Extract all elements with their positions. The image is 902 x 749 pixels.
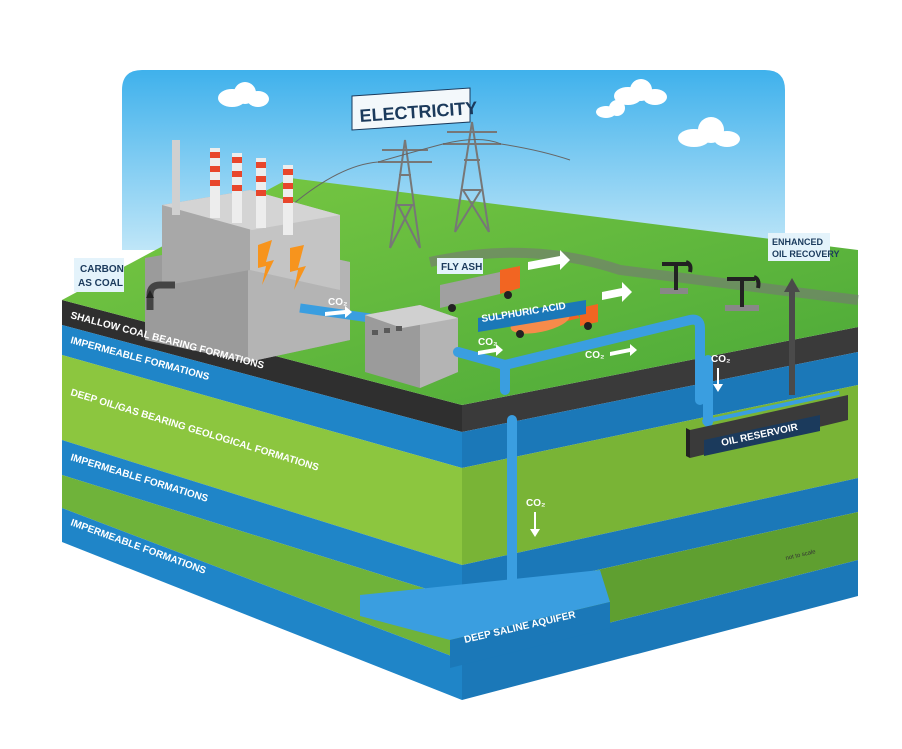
power-line	[291, 139, 571, 206]
carbon-as-coal-label-line2: AS COAL	[78, 278, 123, 289]
deep-saline-aquifer	[360, 570, 610, 668]
co2-label: CO₂	[328, 297, 347, 308]
arrow-right-icon	[610, 344, 637, 356]
co2-label: CO₂	[585, 350, 604, 361]
transmission-tower-icon	[443, 121, 501, 233]
arrow-right-icon	[602, 282, 632, 302]
cloud-icon	[218, 82, 269, 107]
fly-ash-label: FLY ASH	[441, 262, 482, 273]
co2-pipeline	[453, 314, 713, 595]
enhanced-oil-recovery-label-line1: ENHANCED	[772, 237, 824, 247]
oil-pumpjack-icon	[660, 260, 693, 294]
lightning-bolt-icon	[258, 240, 306, 290]
carbon-as-coal-label-line1: CARBON	[80, 264, 124, 275]
cloud-icon	[596, 79, 667, 118]
chimney-icon	[232, 153, 242, 223]
cloud-icon	[678, 117, 740, 147]
transmission-tower-icon	[378, 139, 432, 249]
chimney-icon	[283, 165, 293, 235]
co2-label: CO₂	[478, 337, 497, 348]
co2-label: CO₂	[526, 498, 545, 509]
chimney-icon	[256, 158, 266, 228]
arrow-right-icon	[528, 250, 570, 270]
fly-ash-truck-icon	[440, 266, 520, 312]
arrow-up-icon	[784, 278, 800, 292]
processing-building	[365, 305, 458, 388]
chimney-icon	[210, 148, 220, 218]
co2-label: CO₂	[711, 354, 730, 365]
arrow-right-icon	[478, 344, 503, 356]
power-plant	[145, 140, 350, 362]
enhanced-oil-recovery-label-line2: OIL RECOVERY	[772, 249, 840, 259]
oil-pumpjack-icon	[725, 275, 761, 311]
arrow-right-icon	[325, 306, 352, 318]
label-backgrounds	[74, 87, 830, 456]
